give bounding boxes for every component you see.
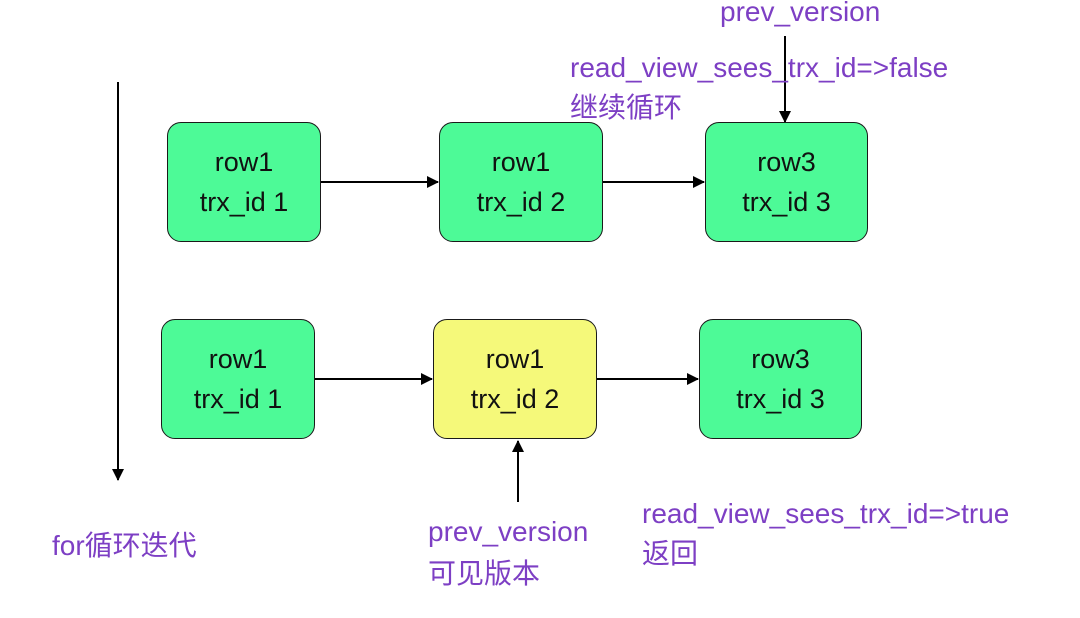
bottom-node-2: row1 trx_id 2 [433,319,597,439]
bottom-return-label: 返回 [642,538,699,569]
loop-iteration-label: for循环迭代 [52,530,197,561]
node-label-trx-id: trx_id 1 [199,187,289,217]
node-label-trx-id: trx_id 2 [476,187,566,217]
top-node-2: row1 trx_id 2 [439,122,603,242]
bottom-node-1: row1 trx_id 1 [161,319,315,439]
bottom-node-3: row3 trx_id 3 [699,319,862,439]
node-label-trx-id: trx_id 1 [193,384,283,414]
node-label-record: row1 [485,344,545,374]
top-prev-version-label: prev_version [720,0,881,27]
bottom-prev-version-label: prev_version [428,516,589,547]
top-node-1: row1 trx_id 1 [167,122,321,242]
node-label-record: row1 [208,344,268,374]
bottom-visible-version-label: 可见版本 [428,558,541,589]
node-label-record: row3 [757,147,816,177]
node-label-trx-id: trx_id 3 [742,187,831,217]
top-node-3: row3 trx_id 3 [705,122,868,242]
bottom-visibility-check-label: read_view_sees_trx_id=>true [642,498,1010,529]
node-label-record: row1 [491,147,551,177]
top-continue-label: 继续循环 [570,92,683,123]
node-label-trx-id: trx_id 2 [470,384,560,414]
top-visibility-check-label: read_view_sees_trx_id=>false [570,52,949,83]
node-label-record: row1 [214,147,274,177]
node-label-record: row3 [751,344,810,374]
node-label-trx-id: trx_id 3 [736,384,825,414]
